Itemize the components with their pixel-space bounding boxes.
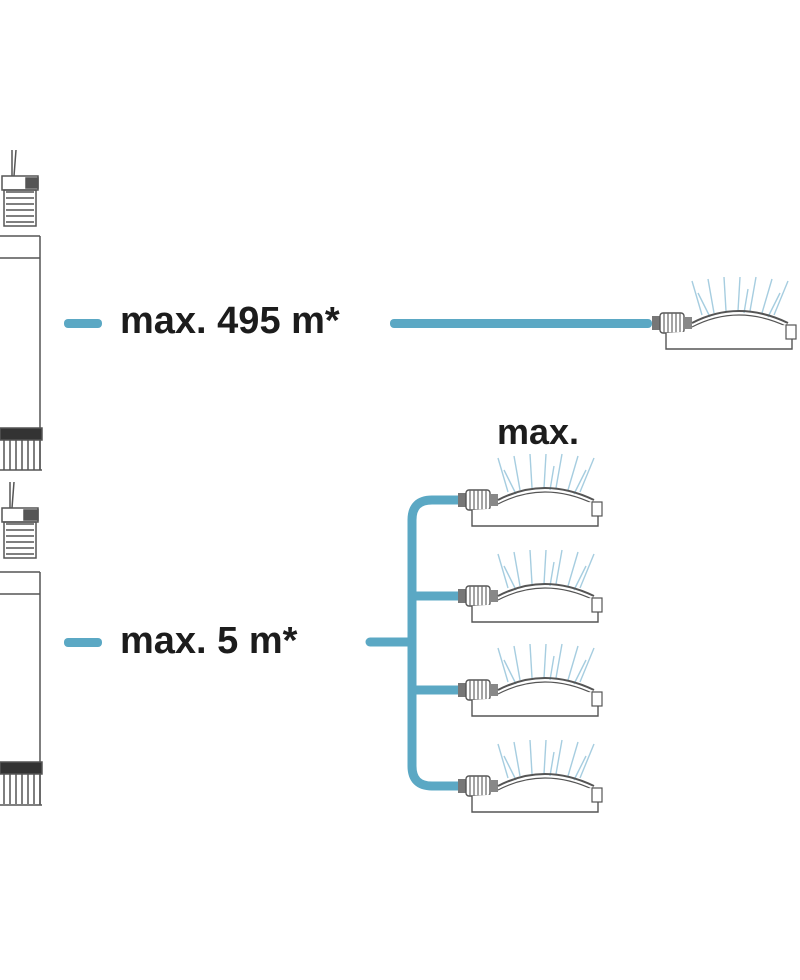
multi-hose-length-label: max. 5 m*	[120, 620, 298, 662]
oscillating-sprinkler-icon	[457, 453, 603, 527]
submersible-pump-icon	[0, 481, 43, 806]
hose-line	[390, 319, 652, 328]
oscillating-sprinkler-icon	[457, 643, 603, 717]
branch-hose	[365, 495, 463, 791]
single-hose-length-label: max. 495 m*	[120, 300, 340, 342]
hose-stub-icon	[64, 638, 102, 647]
oscillating-sprinkler-icon	[651, 276, 797, 350]
max-sprinklers-label: max.	[497, 411, 580, 452]
oscillating-sprinkler-icon	[457, 549, 603, 623]
oscillating-sprinkler-icon	[457, 739, 603, 813]
hose-stub-icon	[64, 319, 102, 328]
submersible-pump-icon	[0, 149, 43, 471]
